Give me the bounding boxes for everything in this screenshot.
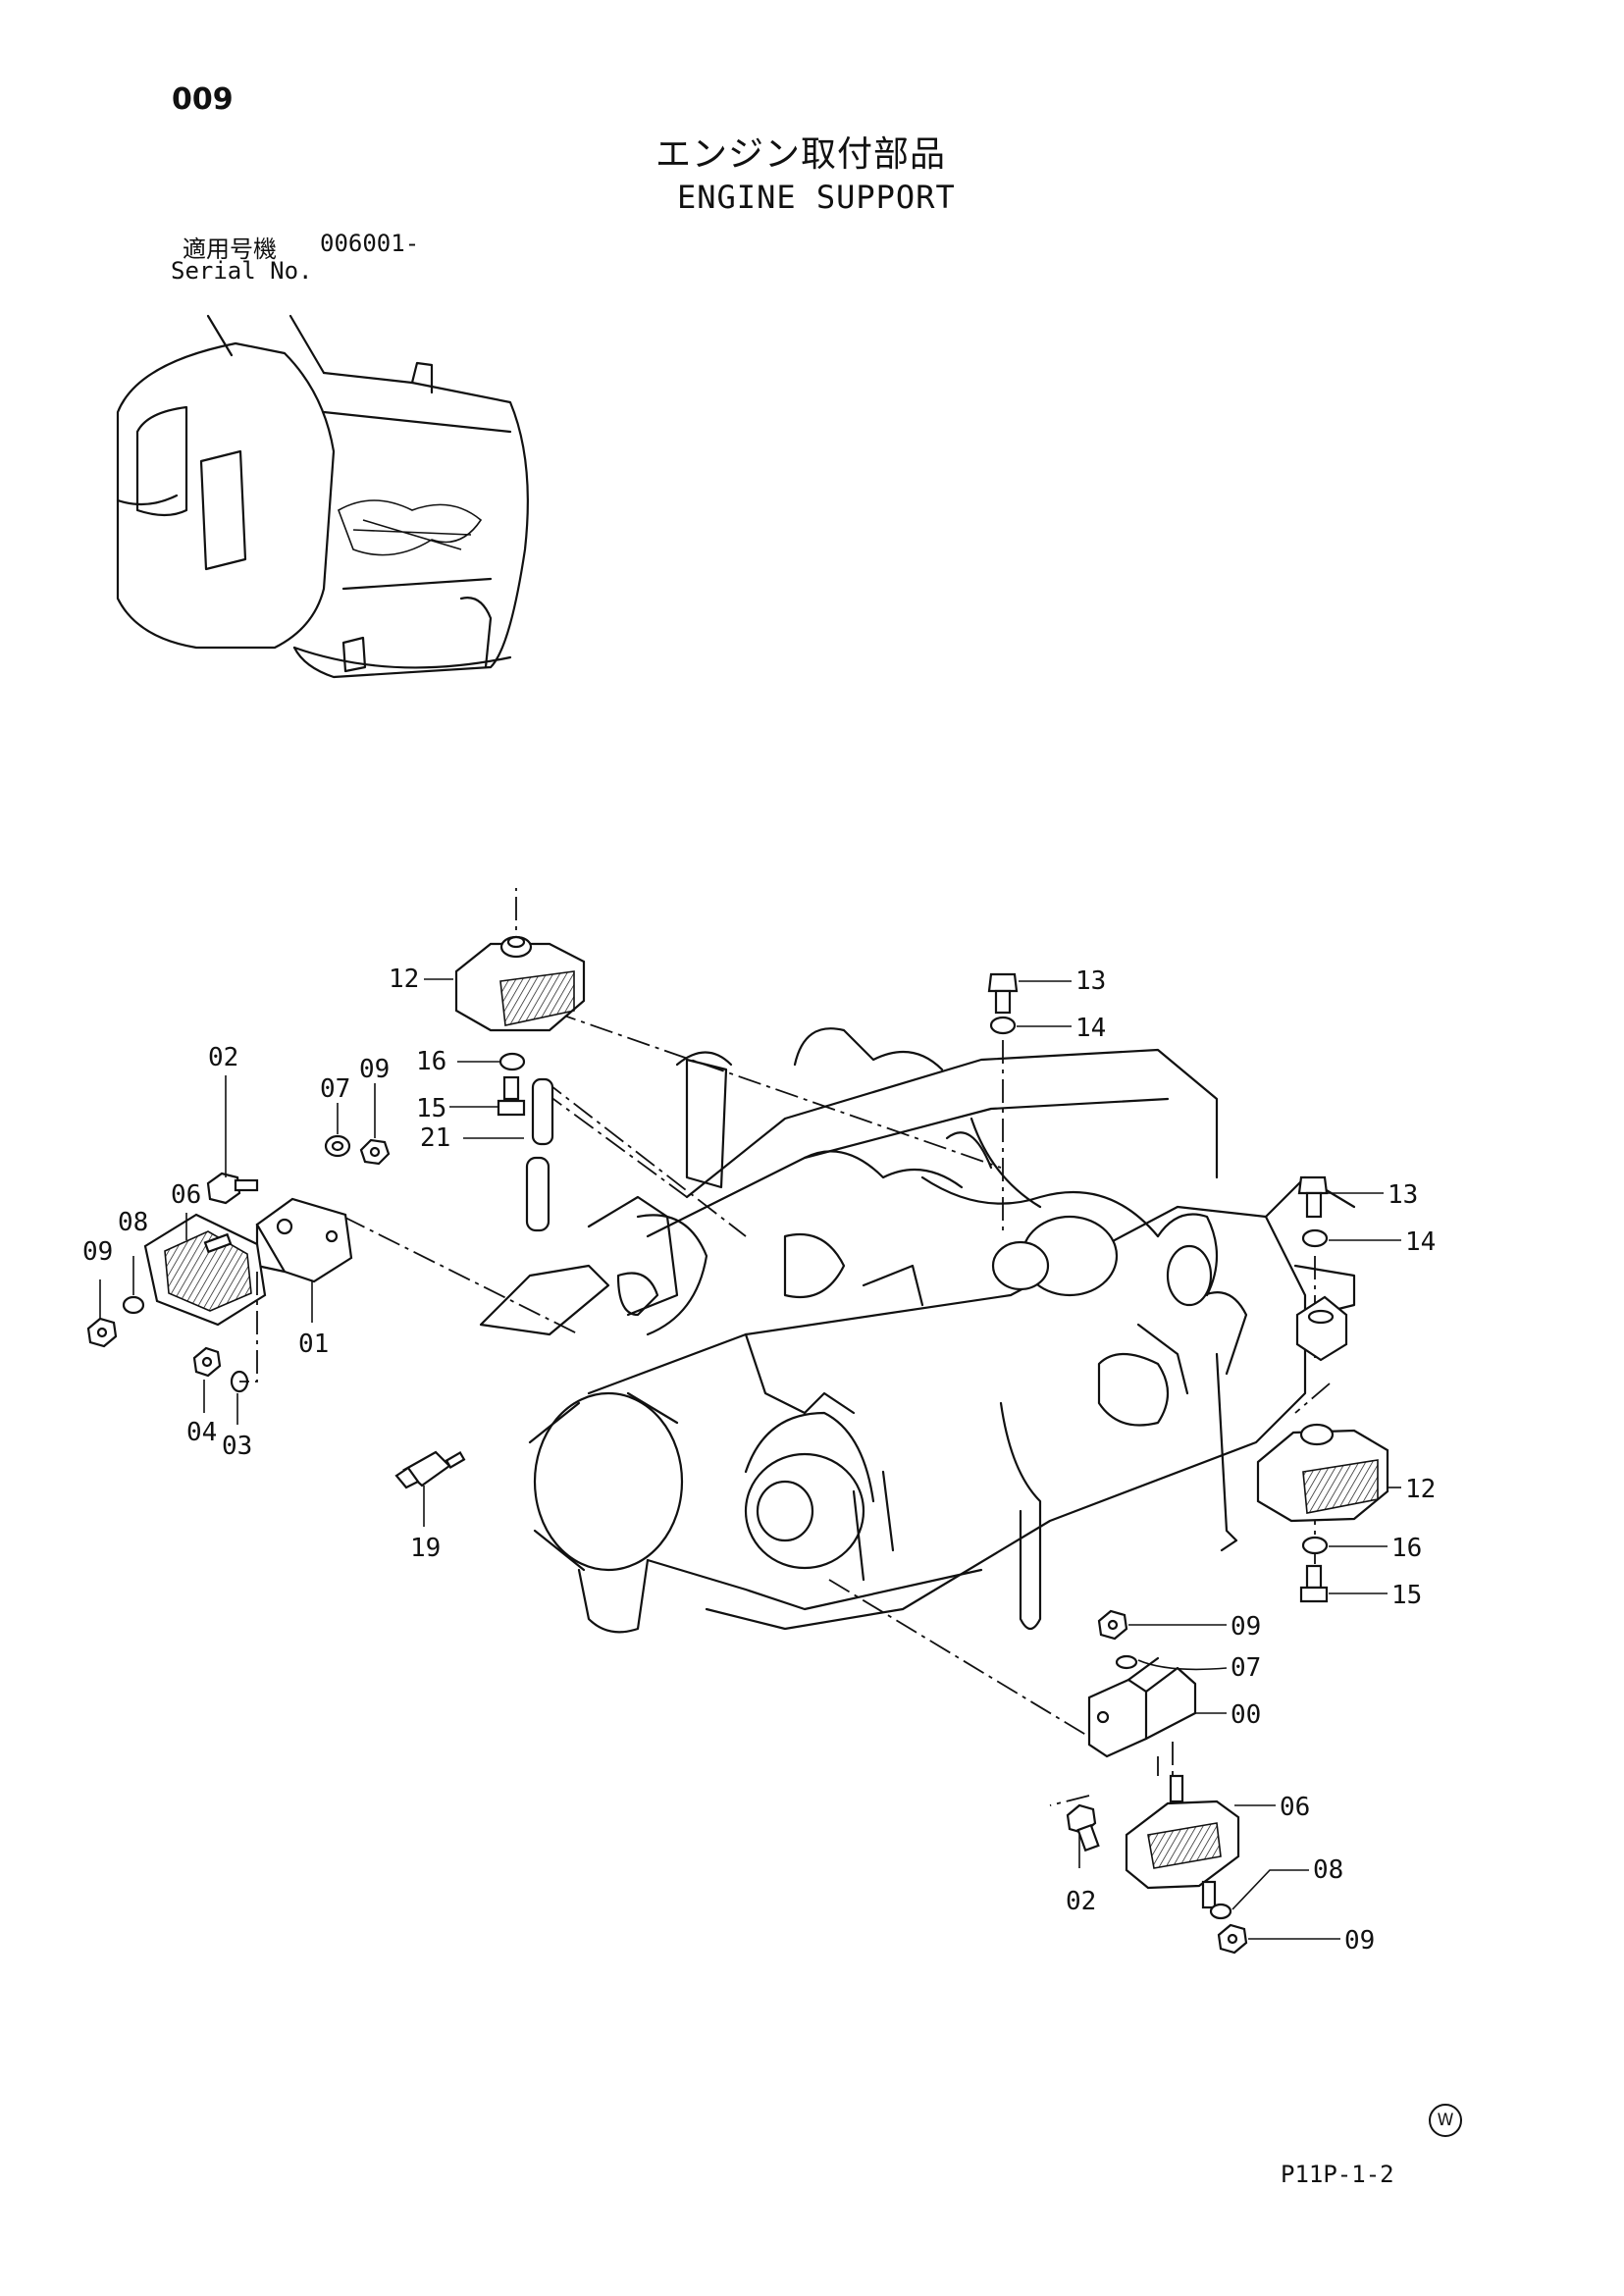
callout-13-top: 13 bbox=[1075, 966, 1106, 996]
callout-02-left: 02 bbox=[208, 1043, 238, 1072]
callout-00: 00 bbox=[1231, 1700, 1261, 1730]
callout-19: 19 bbox=[410, 1534, 441, 1563]
bolt-02-right bbox=[1066, 1803, 1100, 1852]
callout-07-right: 07 bbox=[1231, 1653, 1261, 1683]
washer-08-right bbox=[1209, 1903, 1232, 1920]
washer-16-right bbox=[1301, 1536, 1329, 1555]
spacer-block-right bbox=[1295, 1295, 1348, 1362]
callout-08-left: 08 bbox=[118, 1208, 148, 1237]
callout-03: 03 bbox=[222, 1432, 252, 1461]
engine-assembly bbox=[479, 1027, 1356, 1634]
callout-08-right: 08 bbox=[1313, 1855, 1343, 1885]
washer-16-left bbox=[498, 1052, 526, 1071]
bracket-guide-line bbox=[239, 1272, 258, 1383]
callout-16-left: 16 bbox=[416, 1047, 446, 1076]
rubber-mount-06-left bbox=[143, 1213, 267, 1327]
callout-09-right-bottom: 09 bbox=[1344, 1926, 1375, 1956]
serial-label-english: Serial No. bbox=[171, 257, 313, 285]
callout-04: 04 bbox=[186, 1418, 217, 1447]
nut-09-right-bottom bbox=[1217, 1923, 1248, 1955]
nut-09-left-top bbox=[359, 1138, 391, 1166]
page-title-english: ENGINE SUPPORT bbox=[677, 179, 956, 216]
callout-09-right-top: 09 bbox=[1231, 1612, 1261, 1642]
nut-09-right-top bbox=[1097, 1609, 1128, 1641]
callout-09-left-top: 09 bbox=[359, 1055, 390, 1084]
rubber-mount-06-right bbox=[1125, 1774, 1240, 1909]
callout-13-right: 13 bbox=[1388, 1180, 1418, 1210]
sensor-19 bbox=[394, 1450, 466, 1489]
callout-16-right: 16 bbox=[1391, 1534, 1422, 1563]
callout-06-right: 06 bbox=[1280, 1793, 1310, 1822]
callout-labels: 12 16 15 21 02 07 09 06 08 09 01 04 03 1… bbox=[82, 965, 1436, 1956]
callout-15-right: 15 bbox=[1391, 1581, 1422, 1610]
callout-12-top: 12 bbox=[389, 965, 419, 994]
callout-06-left: 06 bbox=[171, 1180, 201, 1210]
washer-07-right bbox=[1115, 1654, 1138, 1670]
callout-01: 01 bbox=[298, 1330, 329, 1359]
rubber-mount-12-top bbox=[454, 935, 586, 1032]
washer-14-top bbox=[989, 1016, 1017, 1035]
bracket-00 bbox=[1087, 1656, 1197, 1758]
bolt-15-right bbox=[1299, 1564, 1329, 1603]
callout-02-right: 02 bbox=[1066, 1887, 1096, 1916]
watermark-circle-icon: W bbox=[1429, 2104, 1462, 2137]
bolt-13-right bbox=[1297, 1175, 1329, 1219]
page-code: P11P-1-2 bbox=[1281, 2161, 1394, 2188]
page-title-japanese: エンジン取付部品 bbox=[655, 134, 947, 175]
page-number: 009 bbox=[172, 82, 234, 117]
washer-07-left-hole bbox=[331, 1140, 344, 1152]
pipe-21 bbox=[525, 1077, 554, 1232]
washer-08-left bbox=[122, 1295, 145, 1315]
washer-14-right bbox=[1301, 1228, 1329, 1248]
callout-09-left-bottom: 09 bbox=[82, 1237, 113, 1267]
callout-15-left: 15 bbox=[416, 1094, 446, 1123]
bolt-15-left bbox=[497, 1075, 526, 1117]
nut-04 bbox=[192, 1346, 222, 1378]
nut-09-left-bottom bbox=[86, 1317, 118, 1348]
rubber-mount-12-right bbox=[1256, 1423, 1389, 1523]
leader-lines bbox=[99, 978, 1401, 1940]
serial-label-japanese: 適用号機 bbox=[183, 235, 277, 263]
callout-14-top: 14 bbox=[1075, 1014, 1106, 1043]
callout-14-right: 14 bbox=[1405, 1227, 1436, 1257]
bolt-02-left bbox=[206, 1172, 259, 1205]
callout-07-left: 07 bbox=[320, 1074, 350, 1104]
serial-number-value: 006001- bbox=[320, 230, 420, 257]
bolt-13-top bbox=[987, 972, 1019, 1015]
callout-12-right: 12 bbox=[1405, 1475, 1436, 1504]
bracket-01 bbox=[255, 1197, 353, 1283]
excavator-locator-illustration bbox=[116, 314, 529, 679]
callout-21: 21 bbox=[420, 1123, 450, 1153]
